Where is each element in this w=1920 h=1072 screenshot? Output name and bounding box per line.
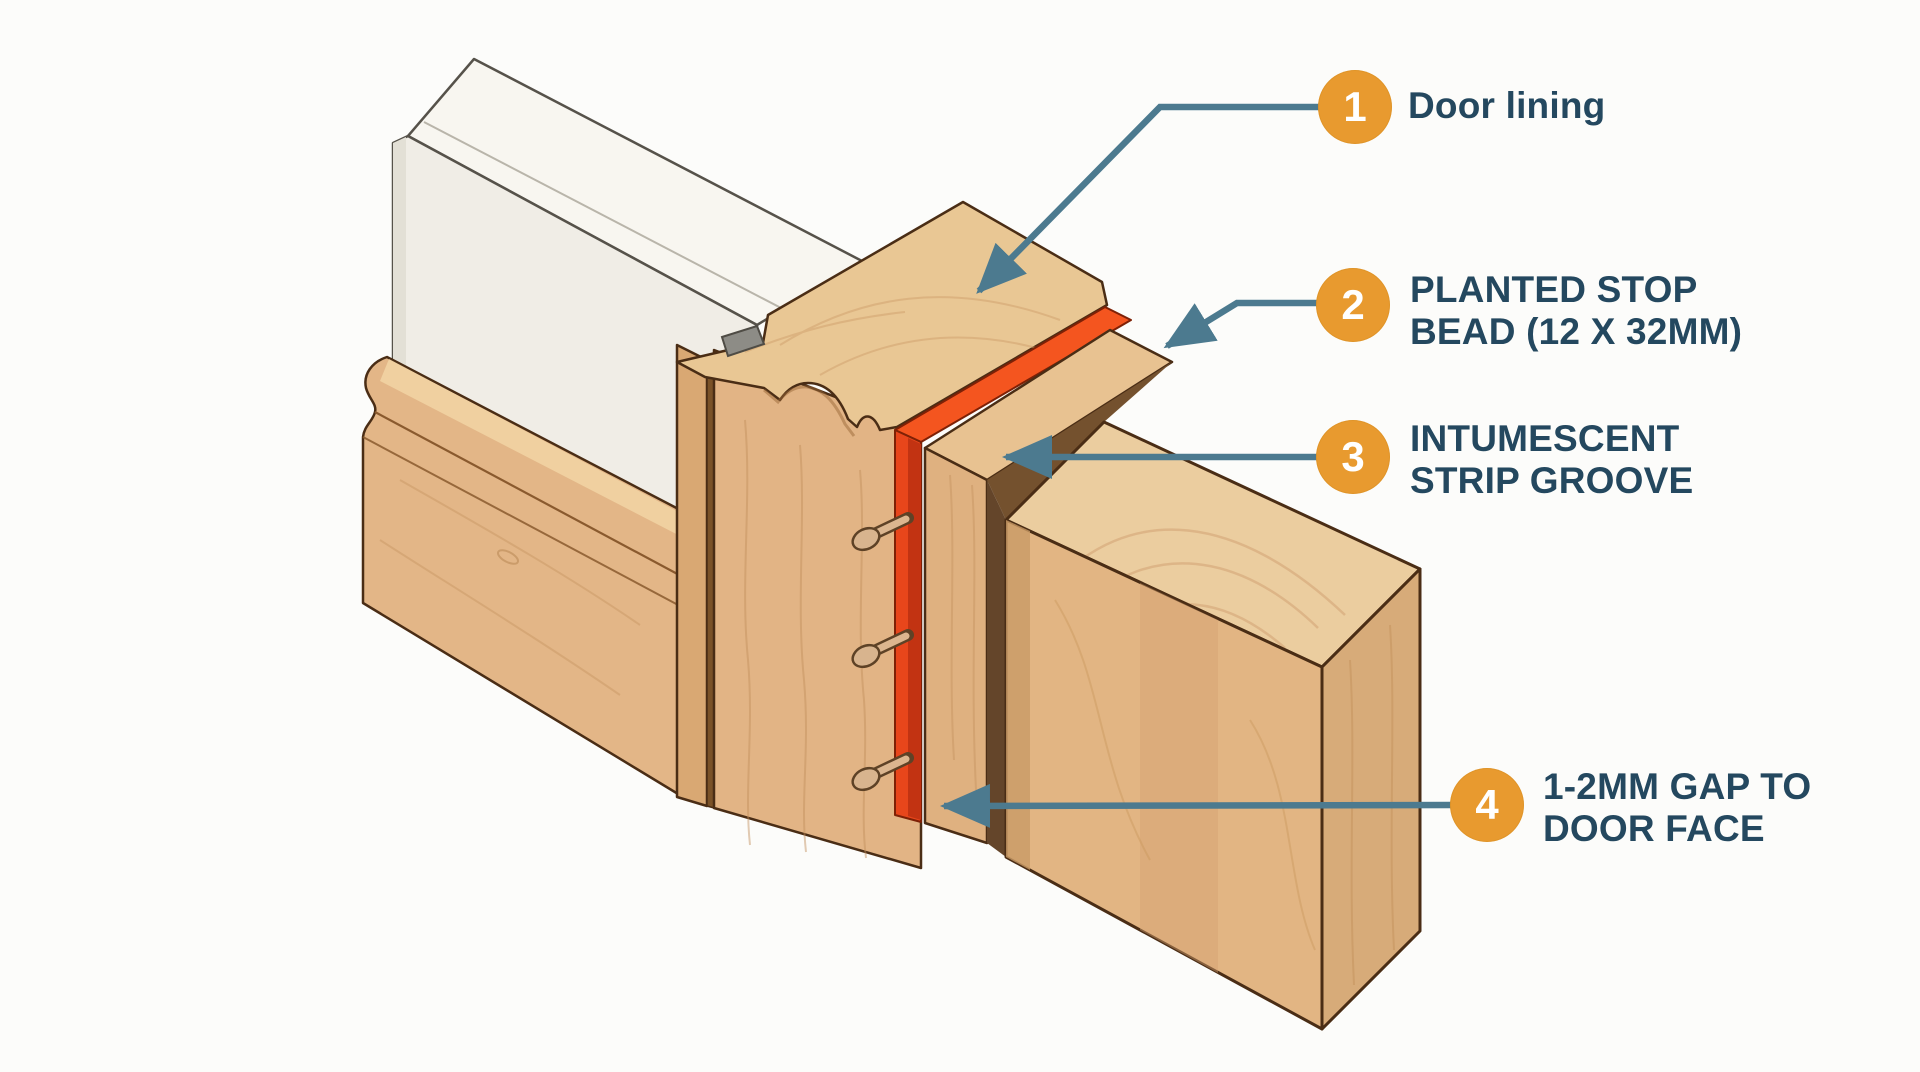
callout-3-badge: 3 <box>1316 420 1390 494</box>
skirting-board <box>361 355 690 802</box>
stop-bead-front-face <box>923 446 989 845</box>
leader-line-4 <box>940 783 1452 828</box>
callout-2-badge: 2 <box>1316 268 1390 342</box>
door-grain-band <box>1140 583 1218 973</box>
intumescent-strip <box>894 306 1132 823</box>
plaster-notch <box>720 324 766 358</box>
callout-3-label-line: INTUMESCENT <box>1410 418 1680 459</box>
fixing-nails <box>851 512 914 792</box>
leader-line-1 <box>976 103 1319 294</box>
fixing-nail <box>851 752 914 792</box>
callout-4-badge: 4 <box>1450 768 1524 842</box>
door-leaf <box>1004 420 1422 1031</box>
fixing-nail <box>851 512 914 552</box>
skirting-ogee-shadow-line <box>374 411 684 578</box>
callout-4-label-line: DOOR FACE <box>1543 808 1765 849</box>
strip-side-shade <box>908 438 921 820</box>
callout-4-label-line: 1-2MM GAP TO <box>1543 766 1812 807</box>
callout-4-label: 1-2MM GAP TO DOOR FACE <box>1543 766 1811 850</box>
leader-line-2 <box>1163 299 1317 349</box>
door-gap-shadow <box>987 362 1172 857</box>
callout-3-label-line: STRIP GROOVE <box>1410 460 1694 501</box>
callout-1-label-line: Door lining <box>1408 85 1606 126</box>
callout-2-label: PLANTED STOP BEAD (12 X 32MM) <box>1410 269 1742 353</box>
skirting-grain <box>379 479 641 696</box>
lining-ogee-shadow <box>763 385 856 437</box>
leader-lines <box>940 103 1452 828</box>
door-front-grain <box>1054 599 1316 951</box>
skirting-cap-highlight <box>380 359 686 538</box>
gap-shadow-upper <box>987 362 1172 520</box>
callout-2-label-line: PLANTED STOP <box>1410 269 1698 310</box>
gap-shadow-lower <box>987 480 1006 857</box>
callout-2-label-line: BEAD (12 X 32MM) <box>1410 311 1743 352</box>
door-side-grain <box>1349 624 1395 986</box>
door-side-face <box>1320 567 1422 1031</box>
door-edge-shade <box>1006 520 1030 870</box>
fixing-nail <box>851 629 914 669</box>
skirting-knot <box>497 549 519 565</box>
skirting-silhouette <box>361 355 690 802</box>
callout-1-label: Door lining <box>1408 85 1605 127</box>
lining-front-strip-face <box>675 343 709 808</box>
stop-bead-grain <box>949 474 977 791</box>
callout-3-label: INTUMESCENT STRIP GROOVE <box>1410 418 1693 502</box>
skirting-cap-junction-line <box>362 436 681 607</box>
wall-board-edge-line <box>423 121 784 310</box>
callout-1-badge: 1 <box>1318 70 1392 144</box>
